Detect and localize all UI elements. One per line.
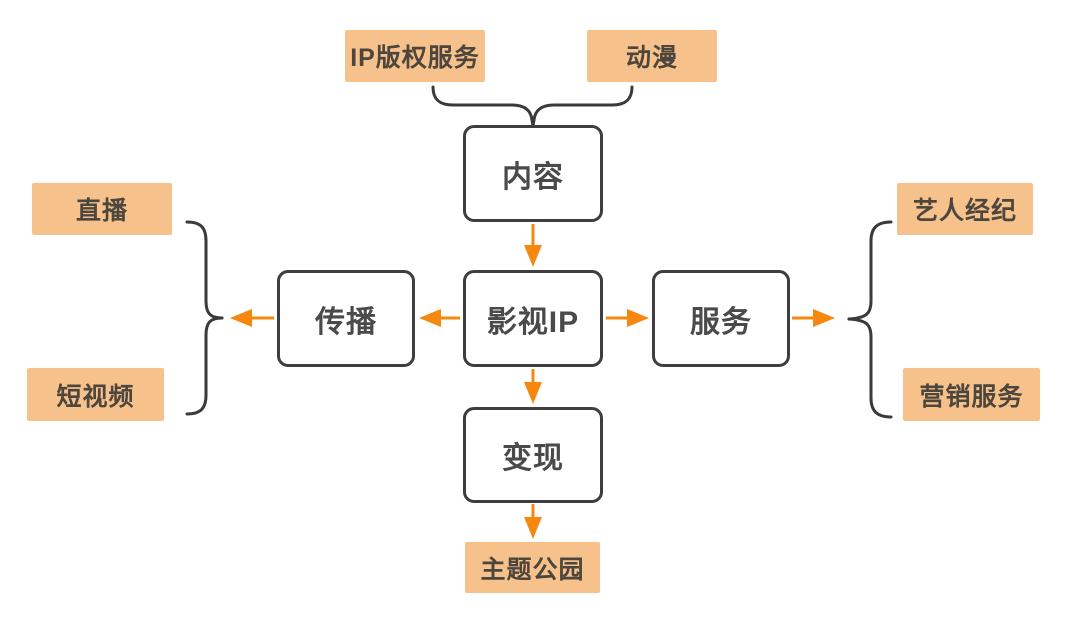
arrow-film-ip-to-monetize [524,369,542,404]
node-spread: 传播 [277,270,415,367]
leaf-ip-copyright-service: IP版权服务 [345,30,485,82]
leaf-live-streaming: 直播 [32,183,172,235]
brace-top [431,85,634,128]
node-film-ip: 影视IP [463,270,603,367]
arrow-spread-to-left-brace [230,309,274,327]
leaf-anime: 动漫 [587,30,717,82]
node-content: 内容 [463,125,603,222]
arrow-monetize-to-theme-park [524,504,542,539]
node-service: 服务 [652,270,790,367]
leaf-artist-agency: 艺人经纪 [897,183,1033,235]
arrow-film-ip-to-service [606,309,649,327]
leaf-short-video: 短视频 [27,368,164,421]
arrow-film-ip-to-spread [419,309,460,327]
brace-left [185,220,224,416]
brace-right [847,220,893,419]
leaf-theme-park: 主题公园 [465,542,600,593]
leaf-marketing-service: 营销服务 [903,368,1040,421]
arrow-content-to-film-ip [524,224,542,267]
arrow-service-to-right-brace [792,309,835,327]
node-monetize: 变现 [463,407,603,503]
